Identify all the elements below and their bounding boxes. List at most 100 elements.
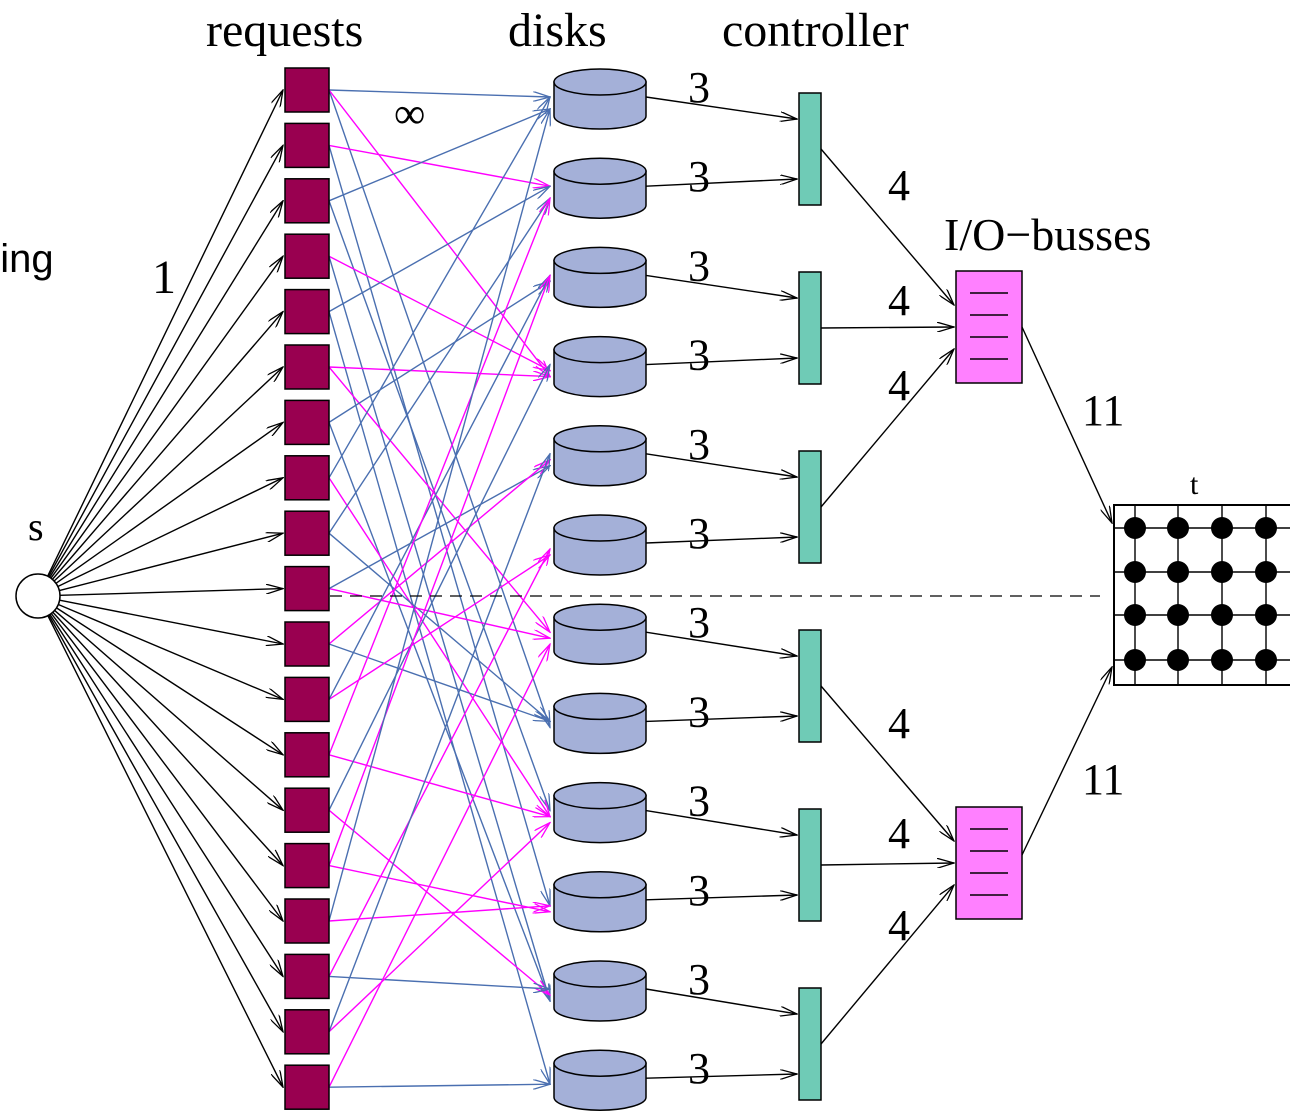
- disk-controller-edge: [645, 96, 797, 119]
- request-node: [284, 898, 330, 944]
- request-disk-edges: [328, 89, 551, 1088]
- request-disk-edge: [328, 89, 550, 97]
- source-request-edge: [57, 478, 283, 588]
- capacity-label-disk-controller: 3: [688, 331, 710, 380]
- disk-node: [553, 425, 647, 487]
- request-disk-edge: [328, 365, 550, 811]
- source-label: s: [28, 504, 44, 549]
- source-request-edge: [50, 613, 283, 921]
- request-disk-edge: [328, 186, 550, 313]
- request-disk-edge: [328, 109, 550, 922]
- capacity-label-disk-controller: 3: [688, 866, 710, 915]
- controller-bus-edge: [820, 148, 954, 305]
- disk-node: [553, 514, 647, 576]
- controller-node: [798, 629, 822, 743]
- disk-controller-edge: [645, 274, 797, 298]
- capacity-label-controller-bus: 4: [888, 361, 910, 410]
- request-node: [284, 122, 330, 169]
- request-node: [284, 67, 330, 113]
- capacity-label-request-disk: ∞: [394, 89, 425, 138]
- request-disk-edge: [328, 555, 550, 700]
- capacity-label-controller-bus: 4: [888, 276, 910, 325]
- request-disk-edge: [328, 89, 550, 727]
- controller-node: [798, 450, 822, 564]
- capacity-label-bus-sink: 11: [1082, 386, 1124, 435]
- source-request-edge: [59, 599, 283, 644]
- request-node: [284, 676, 330, 723]
- request-node: [284, 178, 330, 224]
- capacity-label-controller-bus: 4: [888, 809, 910, 858]
- disk-node: [553, 603, 647, 665]
- disk-controller-edge: [645, 988, 797, 1014]
- request-node: [284, 953, 330, 1000]
- source-request-edge: [49, 614, 283, 976]
- source-request-edge: [55, 422, 283, 584]
- header-disks: disks: [508, 4, 607, 57]
- disk-node: [553, 68, 647, 130]
- request-disk-edge: [328, 823, 550, 1033]
- controller-bus-edge: [820, 863, 954, 865]
- capacity-label-disk-controller: 3: [688, 420, 710, 469]
- source-request-edge: [56, 607, 283, 755]
- bus-node: [955, 806, 1023, 920]
- request-disk-edge: [328, 809, 550, 995]
- request-disk-edge: [328, 256, 551, 1001]
- disk-nodes: [553, 68, 647, 1111]
- request-disk-edge: [328, 255, 550, 370]
- request-disk-edge: [328, 275, 550, 700]
- disk-node: [553, 246, 647, 309]
- request-node: [284, 1009, 330, 1055]
- request-disk-edge: [328, 864, 550, 912]
- capacity-label-disk-controller: 3: [688, 777, 710, 826]
- controller-node: [798, 271, 822, 385]
- request-disk-edge: [328, 460, 550, 645]
- source-request-edge: [47, 615, 283, 1088]
- disk-node: [553, 692, 647, 755]
- controller-nodes: [798, 92, 822, 1101]
- request-disk-edge: [328, 275, 550, 866]
- request-disk-edge: [328, 454, 550, 1033]
- request-disk-edge: [328, 97, 550, 479]
- request-disk-edge: [328, 643, 550, 721]
- request-disk-edge: [328, 366, 550, 632]
- source-request-edge: [59, 589, 283, 597]
- capacity-label-source: 1: [152, 251, 176, 304]
- disk-node: [553, 1049, 647, 1111]
- request-disk-edge: [328, 477, 550, 817]
- source-request-edge: [53, 367, 283, 582]
- controller-bus-edge: [820, 327, 954, 328]
- sink-node: [1113, 504, 1290, 686]
- request-disk-edge: [328, 754, 550, 817]
- disk-node: [553, 781, 647, 844]
- request-node: [284, 1064, 330, 1110]
- request-node: [284, 455, 330, 501]
- disk-controller-edge: [645, 895, 797, 900]
- disk-node: [553, 960, 647, 1022]
- capacity-label-disk-controller: 3: [688, 63, 710, 112]
- disk-controller-edge: [645, 631, 797, 656]
- capacity-label-controller-bus: 4: [888, 161, 910, 210]
- bus-nodes: [955, 270, 1023, 920]
- request-node: [284, 510, 330, 556]
- request-disk-edge: [328, 89, 550, 377]
- source-request-edge: [47, 145, 283, 578]
- controller-node: [798, 987, 822, 1101]
- capacity-label-disk-controller: 3: [688, 241, 710, 290]
- request-disk-edge: [328, 975, 550, 989]
- disk-controller-edge: [645, 716, 797, 723]
- controller-bus-edge: [820, 885, 954, 1045]
- request-disk-edge: [328, 198, 550, 756]
- disk-controller-edge: [645, 809, 797, 835]
- capacity-label-disk-controller: 3: [688, 598, 710, 647]
- source-request-edge: [49, 201, 283, 578]
- request-disk-edge: [328, 311, 550, 1085]
- request-disk-edge: [328, 145, 550, 905]
- request-disk-edge: [328, 1084, 550, 1087]
- controller-bus-edge: [820, 685, 954, 841]
- disk-node: [553, 157, 647, 219]
- disk-controller-edge: [645, 453, 797, 477]
- request-disk-edge: [328, 644, 550, 1088]
- request-node: [284, 233, 330, 279]
- downstream-edges: [645, 96, 1112, 1078]
